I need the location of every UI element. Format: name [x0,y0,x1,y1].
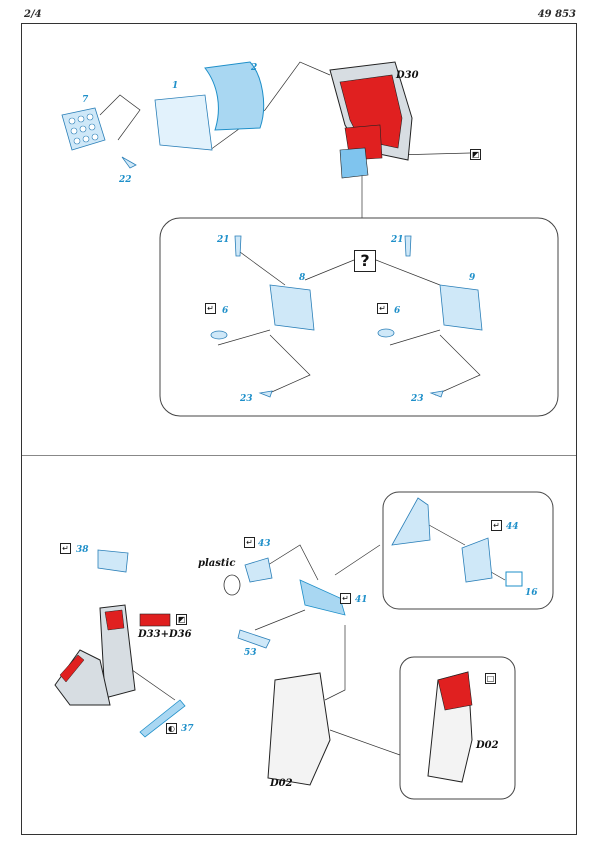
part-number: 21 [391,235,404,245]
part-1-frame [154,94,213,151]
leader-line [209,61,331,151]
part-number: 7 [82,95,89,105]
d02-label: D02 [270,778,293,789]
part-43 [244,557,273,583]
part-8 [269,284,315,331]
plastic-part [223,574,241,596]
seat-red [104,609,125,631]
part-number: 6 [394,306,401,316]
leader-line [124,664,176,701]
part-41 [299,579,346,616]
part-number: 1 [172,81,179,91]
seat-red [59,654,85,683]
leader-line [375,259,441,286]
d02-label: D02 [476,740,499,751]
square-icon: □ [485,673,496,684]
leader-line [304,259,355,281]
d33-label: D33+D36 [138,629,192,640]
page-number: 2/4 [24,9,42,20]
seat-base [54,649,111,706]
subassembly-frame [382,491,554,610]
part-21 [404,235,412,257]
bend-icon: ↵ [377,303,388,314]
leader-line [329,729,401,756]
d02-red-top [437,671,473,711]
part-number: 6 [222,306,229,316]
part-number: 44 [506,522,519,532]
leader-line [99,94,141,141]
gradient-swatch-icon: ◩ [176,614,187,625]
part-23 [258,390,273,398]
leader-line [259,544,319,581]
d33-red-swatch [139,613,171,627]
part-number: 43 [258,539,271,549]
leader-line [334,544,381,576]
part-6 [377,328,395,338]
part-number: 9 [469,273,476,283]
part-23 [429,390,444,398]
gradient-swatch-icon: ◩ [470,149,481,160]
leader-line [239,251,286,286]
subassembly-frame [159,217,559,417]
leader-line [264,334,311,396]
bend-icon: ↵ [244,537,255,548]
part-21 [234,235,242,257]
part-22 [121,156,137,169]
part-38 [97,549,129,573]
document-code: 49 853 [537,9,576,20]
bend-icon: ↵ [60,543,71,554]
part-37 [139,699,186,738]
paint-dot-icon: ◐ [166,723,177,734]
part-2-shroud [204,61,265,131]
part-number: 41 [355,595,368,605]
part-44 [461,537,493,583]
bend-icon: ↵ [205,303,216,314]
part-44 [391,497,431,546]
part-53 [237,629,271,649]
plastic-label: plastic [198,558,236,569]
part-number: 37 [181,724,194,734]
part-number: 38 [76,545,89,555]
leader-line [254,609,306,631]
d02-plate [267,672,331,786]
part-number: 22 [119,175,132,185]
part-number: 2 [251,63,258,73]
subassembly-frame [399,656,516,800]
bend-icon: ↵ [340,593,351,604]
bend-icon: ↵ [491,520,502,531]
part-16 [505,571,523,587]
part-number: 21 [217,235,230,245]
leader-line [324,625,346,701]
part-number: 23 [240,394,253,404]
d30-blue-part [339,147,369,179]
d30-label: D30 [396,70,419,81]
part-number: 23 [411,394,424,404]
leader-line [217,329,271,346]
part-9 [439,284,483,331]
part-number: 16 [525,588,538,598]
part-number: 8 [299,273,306,283]
leader-line [389,329,441,346]
question-box: ? [354,250,376,272]
section-divider [22,455,576,456]
page-frame [21,23,577,835]
part-number: 53 [244,648,257,658]
leader-line [434,334,481,396]
part-6 [210,330,228,340]
